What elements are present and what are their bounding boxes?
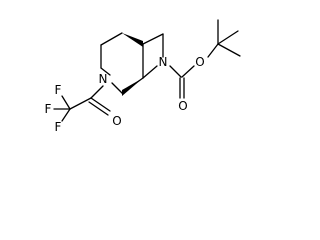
- stereo-wedge-bottom: [122, 78, 143, 96]
- bond-tfa-carbonyl-o-2: [88, 101, 109, 116]
- atom-n-azetidine: N: [159, 55, 168, 69]
- bond-tbu-methyl-upper-right: [217, 30, 239, 45]
- atom-f-top: F: [55, 83, 62, 97]
- bond-ctfa-ccf3: [69, 97, 92, 110]
- boc-group: [169, 19, 241, 99]
- atom-f-left: F: [45, 102, 52, 116]
- bond-c1-c2: [100, 32, 123, 46]
- bond-n-c5: [142, 65, 158, 79]
- bond-c6-c7: [142, 33, 164, 45]
- stereo-wedge-top: [122, 33, 143, 47]
- bond-n-ctfa: [90, 85, 104, 99]
- atom-o-ester-boc: O: [195, 55, 204, 69]
- atom-f-bottom: F: [55, 120, 62, 134]
- bond-ccarbonyl-oester: [181, 65, 195, 78]
- bond-n-ccarbonyl: [169, 65, 182, 78]
- bond-tbu-methyl-right: [217, 43, 241, 57]
- bond-c3-n: [100, 67, 111, 76]
- bond-cf3-f-top: [61, 95, 71, 110]
- atom-o-carbonyl-tfa: O: [112, 114, 121, 128]
- bond-n-c4: [111, 82, 123, 94]
- atom-o-carbonyl-boc: O: [178, 99, 187, 113]
- structure-diagram: N N O O O F F F: [45, 19, 241, 134]
- bond-cf3-f-bottom: [61, 108, 71, 122]
- bond-oester-ctbu: [207, 43, 219, 58]
- atom-n-piperidine: N: [99, 72, 108, 86]
- trifluoroacetyl-group: [53, 85, 111, 122]
- bond-tfa-carbonyl-o-1: [90, 97, 111, 112]
- azetidine-ring: [142, 33, 164, 79]
